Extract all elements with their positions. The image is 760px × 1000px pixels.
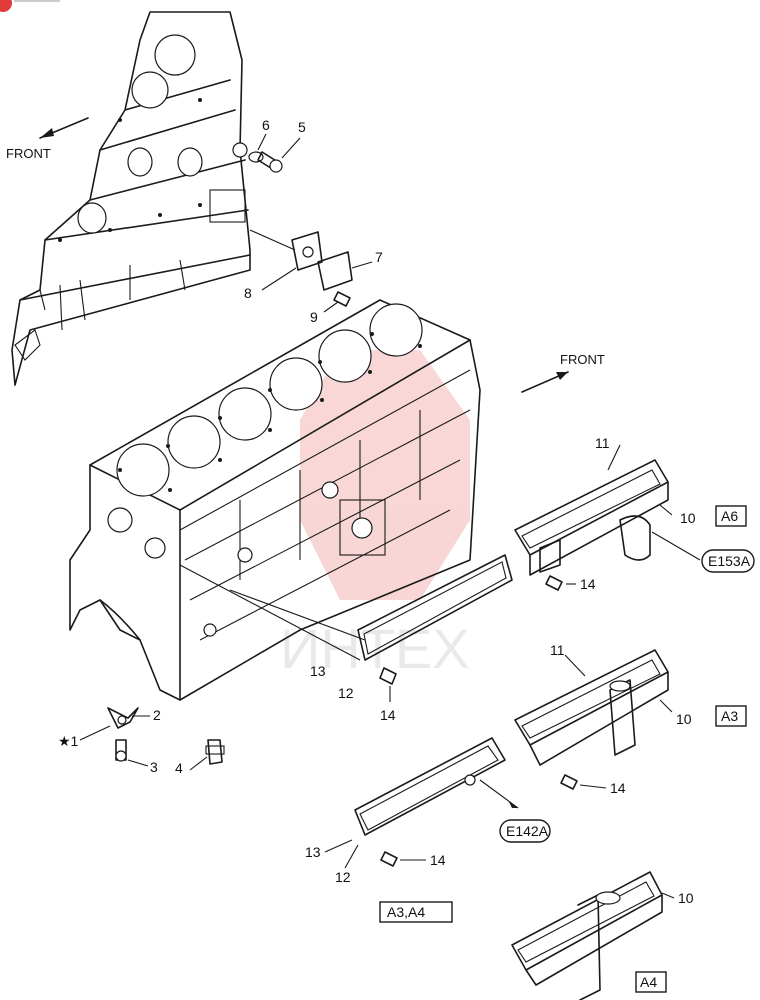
svg-text:A3: A3 — [721, 708, 738, 724]
bolt-14-a6 — [545, 575, 563, 591]
label-12a: 12 — [338, 685, 354, 701]
label-8: 8 — [244, 285, 252, 301]
label-6: 6 — [262, 117, 270, 133]
label-14a: 14 — [580, 576, 596, 592]
label-12b: 12 — [335, 869, 351, 885]
part-5-bolt — [257, 151, 283, 173]
bolt-14-lower — [380, 851, 398, 867]
side-cover-a3 — [514, 649, 669, 766]
corner-badge — [0, 0, 12, 12]
front-label-mid: FRONT — [560, 352, 605, 367]
part-9-bolt — [333, 291, 351, 307]
svg-text:E153A: E153A — [708, 553, 751, 569]
label-7: 7 — [375, 249, 383, 265]
part-4-fitting — [205, 739, 225, 765]
bolt-14-a3 — [560, 774, 578, 790]
part-8-gasket — [291, 231, 323, 271]
label-10c: 10 — [678, 890, 694, 906]
front-arrow-mid — [521, 371, 569, 393]
side-cover-a6 — [514, 459, 669, 576]
front-label-top: FRONT — [6, 146, 51, 161]
ref-e153a: E153A — [701, 549, 755, 573]
svg-text:A6: A6 — [721, 508, 738, 524]
ref-box-a4: A4 — [635, 971, 667, 993]
label-1: ★1 — [58, 733, 79, 749]
upper-engine-block — [11, 11, 251, 386]
side-cover-gasket-12-13 — [357, 554, 513, 661]
label-13a: 13 — [310, 663, 326, 679]
ref-box-a3a4: A3,A4 — [379, 901, 453, 923]
bolt-14-mid — [379, 667, 397, 685]
label-9: 9 — [310, 309, 318, 325]
label-14d: 14 — [430, 852, 446, 868]
svg-text:E142A: E142A — [506, 823, 549, 839]
front-arrow-top — [39, 117, 89, 139]
label-4: 4 — [175, 760, 183, 776]
label-14c: 14 — [610, 780, 626, 796]
ref-box-a6: A6 — [715, 505, 747, 527]
part-7-cover — [317, 251, 353, 291]
label-11b: 11 — [550, 642, 565, 658]
part-3-bolt — [115, 739, 127, 762]
label-13b: 13 — [305, 844, 321, 860]
ref-box-a3: A3 — [715, 705, 747, 727]
label-11a: 11 — [595, 435, 610, 451]
watermark: ИНТЕХ — [280, 350, 470, 680]
main-cylinder-block — [69, 299, 481, 701]
label-10b: 10 — [676, 711, 692, 727]
label-2: 2 — [153, 707, 161, 723]
label-10a: 10 — [680, 510, 696, 526]
svg-text:A4: A4 — [640, 974, 657, 990]
gasket-12-13-lower — [354, 737, 506, 836]
part-1-2-bracket — [107, 707, 139, 729]
ref-e142a: E142A — [499, 819, 551, 843]
side-cover-a4 — [511, 871, 663, 1000]
svg-text:A3,A4: A3,A4 — [387, 904, 425, 920]
label-14b: 14 — [380, 707, 396, 723]
part-6-washer — [248, 151, 264, 163]
svg-text:ИНТЕХ: ИНТЕХ — [280, 617, 470, 680]
label-5: 5 — [298, 119, 306, 135]
label-3: 3 — [150, 759, 158, 775]
